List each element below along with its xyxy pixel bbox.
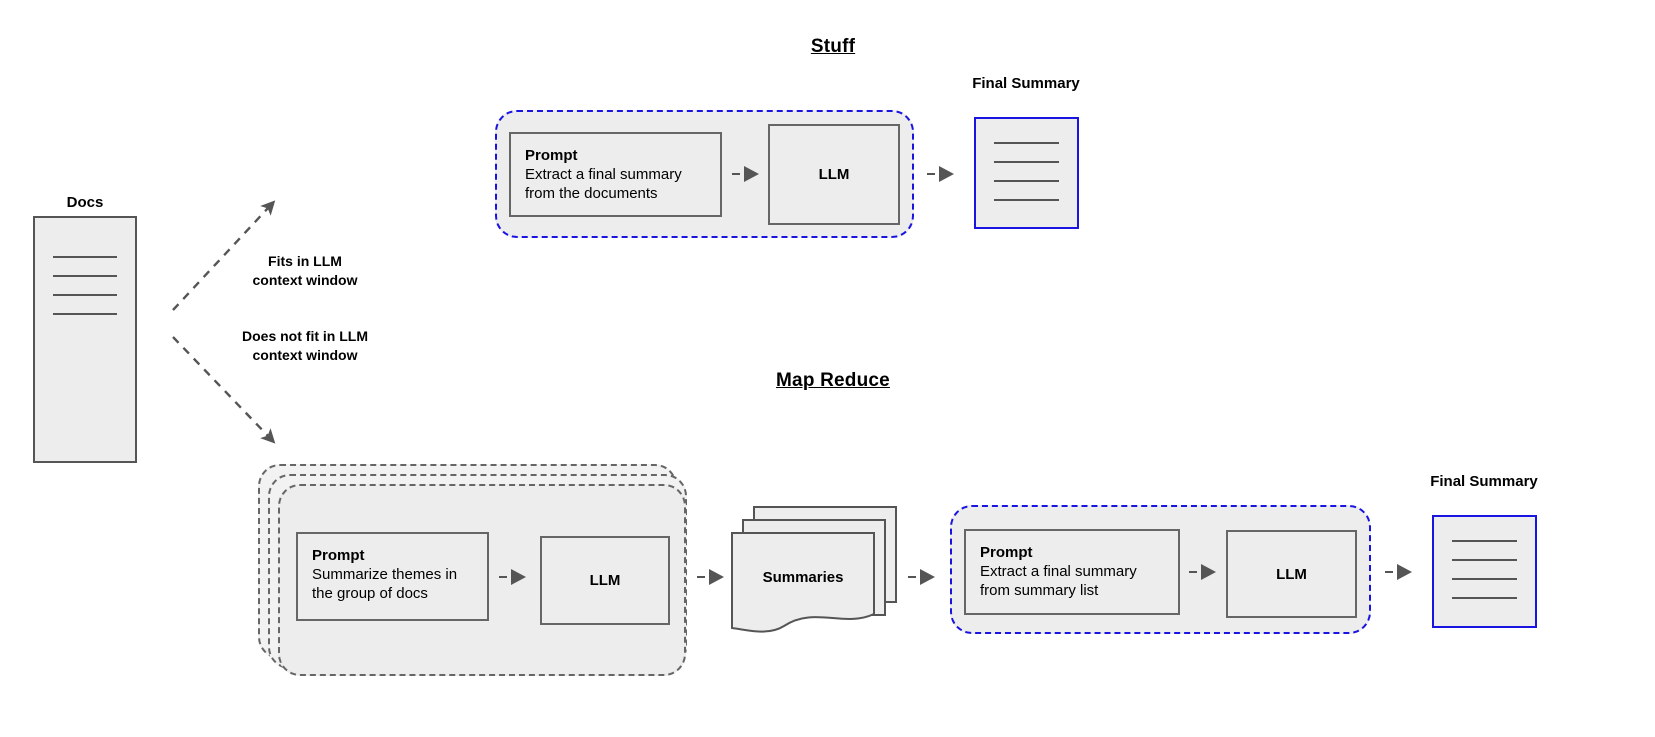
arrow-stem	[697, 576, 705, 578]
arrow-head	[744, 166, 759, 182]
map-final-summary-box	[1432, 515, 1537, 628]
arrow-stem	[732, 173, 740, 175]
arrow-head	[1201, 564, 1216, 580]
docs-line	[53, 294, 117, 296]
section-title-map-reduce: Map Reduce	[776, 370, 890, 391]
map-llm-label: LLM	[589, 572, 621, 589]
docs-lines	[35, 256, 135, 315]
stuff-prompt-box: Prompt Extract a final summary from the …	[509, 132, 722, 217]
final-summary-line	[1452, 578, 1517, 580]
arrow-stem	[908, 576, 916, 578]
branch-arrows	[172, 200, 276, 444]
reduce-llm-label: LLM	[1276, 565, 1307, 583]
branch-caption-fits: Fits in LLM context window	[252, 253, 358, 288]
arrow-stem	[927, 173, 935, 175]
arrow-head	[1397, 564, 1412, 580]
reduce-llm-box: LLM	[1226, 530, 1357, 618]
docs-line	[53, 313, 117, 315]
stuff-final-summary-box	[974, 117, 1079, 229]
summaries-label: Summaries	[762, 569, 844, 586]
final-summary-line	[994, 142, 1059, 144]
final-summary-lines	[976, 142, 1077, 201]
arrow-head	[709, 569, 724, 585]
reduce-prompt-body: Extract a final summary from summary lis…	[980, 563, 1137, 599]
arrow-stem	[499, 576, 507, 578]
stuff-llm-label: LLM	[818, 166, 850, 183]
reduce-prompt-box: Prompt Extract a final summary from summ…	[964, 529, 1180, 615]
stuff-prompt-title: Prompt	[525, 147, 578, 164]
stuff-prompt-body: Extract a final summary from the documen…	[525, 166, 682, 202]
map-final-summary-label: Final Summary	[1430, 473, 1538, 490]
arrow-head	[511, 569, 526, 585]
arrow-reduce-prompt-to-llm	[1189, 564, 1216, 580]
summaries-sheets	[731, 506, 897, 633]
map-prompt-title: Prompt	[312, 547, 365, 564]
arrow-map-to-summaries	[697, 569, 724, 585]
map-prompt-body: Summarize themes in the group of docs	[312, 566, 458, 602]
arrow-map-prompt-to-llm	[499, 569, 526, 585]
final-summary-line	[994, 180, 1059, 182]
final-summary-line	[1452, 559, 1517, 561]
docs-line	[53, 256, 117, 258]
docs-label: Docs	[66, 194, 104, 211]
section-title-stuff: Stuff	[810, 36, 856, 57]
map-prompt-box: Prompt Summarize themes in the group of …	[296, 532, 489, 621]
arrow-stuff-prompt-to-llm	[732, 166, 759, 182]
final-summary-line	[1452, 597, 1517, 599]
arrow-reduce-to-final-summary	[1385, 564, 1412, 580]
summaries-sheet-front	[731, 532, 875, 633]
stuff-llm-box: LLM	[768, 124, 900, 225]
final-summary-lines	[1434, 540, 1535, 599]
arrow-stem	[1189, 571, 1197, 573]
final-summary-line	[994, 199, 1059, 201]
arrow-stuff-to-final-summary	[927, 166, 954, 182]
final-summary-line	[994, 161, 1059, 163]
stuff-final-summary-label: Final Summary	[972, 75, 1080, 92]
branch-caption-does-not-fit: Does not fit in LLM context window	[242, 328, 368, 363]
arrow-head	[939, 166, 954, 182]
arrow-stem	[1385, 571, 1393, 573]
arrow-summaries-to-reduce	[908, 569, 935, 585]
summaries-stack: Summaries	[728, 502, 903, 637]
docs-line	[53, 275, 117, 277]
docs-box	[33, 216, 137, 463]
final-summary-line	[1452, 540, 1517, 542]
arrow-head	[920, 569, 935, 585]
map-llm-box: LLM	[540, 536, 670, 625]
reduce-prompt-title: Prompt	[980, 544, 1033, 561]
